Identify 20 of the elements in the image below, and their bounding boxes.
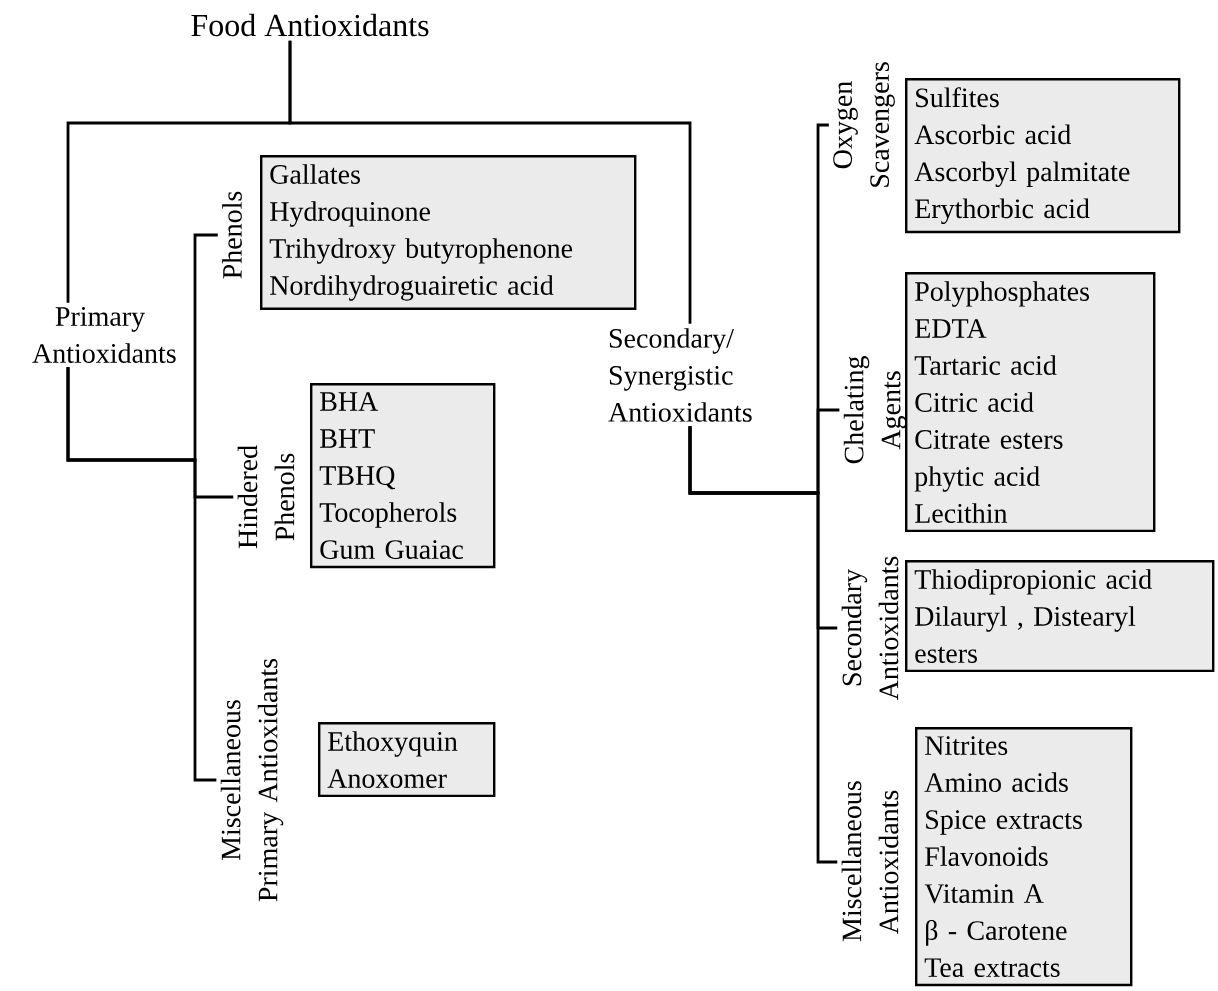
category-label: Hindered Phenols bbox=[237, 445, 295, 549]
category-label: Secondary Antioxidants bbox=[841, 556, 899, 701]
item-list-box: Ethoxyquin Anoxomer bbox=[318, 722, 496, 798]
item-list-box: Gallates Hydroquinone Trihydroxy butyrophenone Nordihydroguairetic acid bbox=[260, 155, 637, 310]
category-label: Miscellaneous Antioxidants bbox=[841, 781, 899, 942]
connector-line bbox=[66, 367, 217, 782]
item-list-box: Sulfites Ascorbic acid Ascorbyl palmitate Erythorbic acid bbox=[905, 78, 1181, 234]
category-label: Secondary/ Synergistic Antioxidants bbox=[608, 328, 752, 422]
category-label: Primary Antioxidants bbox=[32, 307, 176, 363]
category-label: Oxygen Scavengers bbox=[833, 62, 895, 187]
connector-line bbox=[688, 426, 838, 864]
connector-line bbox=[288, 40, 692, 324]
item-list-box: BHA BHT TBHQ Tocopherols Gum Guaiac bbox=[310, 383, 496, 569]
item-list-box: Polyphosphates EDTA Tartaric acid Citric acid Citrate esters phytic acid Lecithin bbox=[905, 272, 1156, 533]
item-list-box: Nitrites Amino acids Spice extracts Flavonoids Vitamin A β - Carotene Tea extracts bbox=[915, 727, 1133, 987]
item-list-box: Thiodipropionic acid Dilauryl , Distearyl esters bbox=[905, 560, 1215, 673]
category-label: Chelating Agents bbox=[843, 356, 907, 464]
category-label: Miscellaneous Primary Antioxidants bbox=[220, 658, 284, 902]
category-label: Phenols bbox=[222, 191, 242, 279]
heading-text: Food Antioxidants bbox=[191, 13, 429, 37]
